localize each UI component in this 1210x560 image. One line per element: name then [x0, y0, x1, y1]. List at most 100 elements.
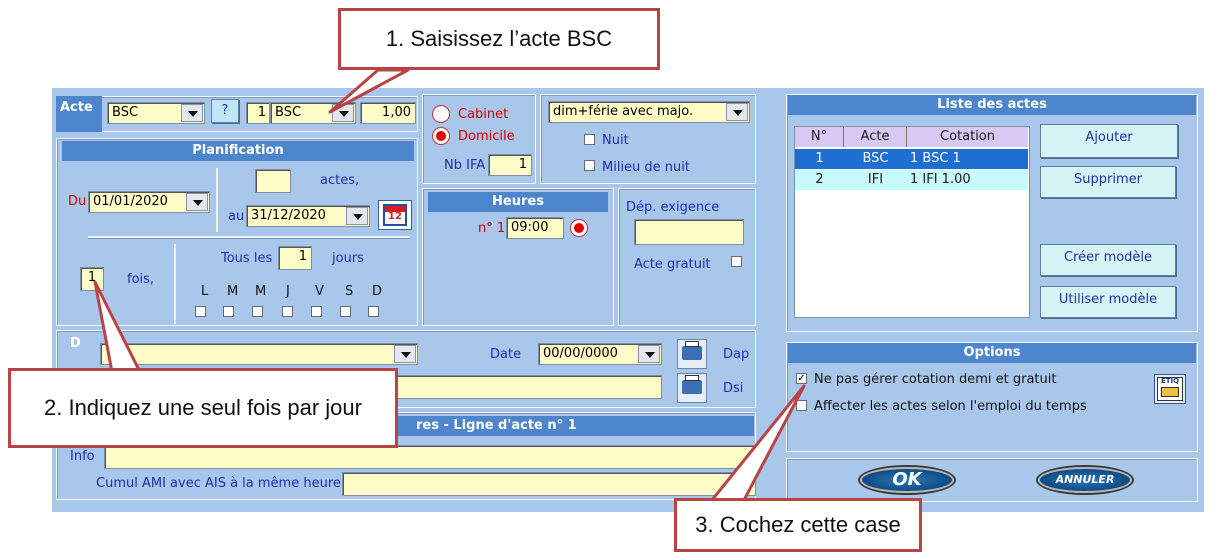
calendar-icon-text: 12	[388, 211, 402, 222]
callout-1: 1. Saisissez l’acte BSC	[338, 8, 660, 70]
prescripteur-select[interactable]	[100, 343, 418, 365]
printer-dsi-button[interactable]	[677, 373, 707, 403]
planification-panel	[56, 138, 418, 326]
supprimer-button[interactable]: Supprimer	[1040, 166, 1176, 198]
day-label-l: L	[201, 284, 209, 299]
annuler-button[interactable]: ANNULER	[1038, 467, 1132, 493]
fois-field[interactable]: 1	[80, 267, 104, 291]
liste-title: Liste des actes	[788, 95, 1196, 115]
date-label: Date	[490, 347, 522, 362]
chevron-down-icon[interactable]	[394, 345, 416, 363]
day-checkbox-l[interactable]	[195, 306, 206, 317]
ok-button[interactable]: OK	[860, 467, 954, 493]
du-label: Du	[68, 194, 87, 209]
callout-3: 3. Cochez cette case	[674, 498, 922, 552]
calendar-button[interactable]: 12	[378, 200, 412, 230]
chevron-down-icon[interactable]	[181, 104, 203, 122]
day-checkbox-s[interactable]	[340, 306, 351, 317]
acte-gratuit-label: Acte gratuit	[634, 257, 711, 272]
tous-les-field[interactable]: 1	[278, 246, 312, 270]
cabinet-label: Cabinet	[458, 107, 509, 122]
au-date-value: 31/12/2020	[251, 208, 326, 223]
utiliser-modele-button[interactable]: Utiliser modèle	[1040, 286, 1176, 318]
day-label-s: S	[345, 284, 354, 299]
chevron-down-icon[interactable]	[638, 345, 660, 363]
dep-exigence-label: Dép. exigence	[626, 200, 720, 215]
table-header-acte[interactable]: Acte	[844, 127, 907, 147]
etiquette-button[interactable]: ETIQ	[1154, 374, 1186, 404]
chevron-down-icon[interactable]	[186, 193, 208, 211]
prescripteur-label: D	[70, 336, 81, 351]
option-2-checkbox[interactable]	[796, 400, 807, 411]
day-checkbox-v[interactable]	[311, 306, 322, 317]
majoration-value: dim+férie avec majo.	[553, 104, 694, 119]
cabinet-radio[interactable]	[432, 105, 450, 123]
dap-label: Dap	[723, 347, 750, 362]
etiquette-icon-text: ETIQ	[1160, 377, 1180, 385]
printer-dap-button[interactable]	[677, 339, 707, 369]
acte-coef-field[interactable]: 1,00	[360, 102, 416, 124]
day-label-v: V	[315, 284, 324, 299]
domicile-radio[interactable]	[432, 127, 450, 145]
table-row[interactable]	[795, 149, 1028, 169]
options-title: Options	[788, 343, 1196, 363]
calendar-icon: 12	[383, 204, 407, 226]
day-checkbox-m[interactable]	[223, 306, 234, 317]
divider	[88, 236, 410, 239]
acte-label-text: Acte	[60, 100, 93, 115]
heure-n1-label: n° 1	[478, 221, 506, 236]
help-button[interactable]: ?	[211, 99, 239, 123]
heure-n1-radio[interactable]	[570, 219, 588, 237]
day-label-j: J	[286, 284, 290, 299]
acte-qty-field[interactable]: 1	[246, 102, 270, 124]
prescription-date-select[interactable]: 00/00/0000	[538, 343, 662, 365]
option-2-label: Affecter les actes selon l'emploi du tem…	[814, 399, 1087, 414]
planification-title: Planification	[62, 141, 414, 161]
day-label-m: M	[227, 284, 239, 299]
info-field[interactable]	[104, 445, 756, 469]
actes-count-field[interactable]	[255, 169, 291, 193]
milieu-nuit-checkbox[interactable]	[584, 160, 595, 171]
table-header-num[interactable]: N°	[795, 127, 844, 147]
table-row[interactable]	[795, 170, 1028, 190]
chevron-down-icon[interactable]	[726, 103, 748, 121]
printer-icon	[682, 341, 702, 360]
day-checkbox-d[interactable]	[368, 306, 379, 317]
row-2-acte: IFI	[867, 172, 884, 187]
callout-2: 2. Indiquez une seul fois par jour	[8, 368, 398, 448]
day-checkbox-j[interactable]	[282, 306, 293, 317]
acte-label-bg	[56, 96, 102, 132]
heure-n1-field[interactable]: 09:00	[506, 217, 564, 239]
nb-ifa-field[interactable]: 1	[488, 154, 532, 176]
row-1-num: 1	[815, 151, 824, 166]
acte-gratuit-checkbox[interactable]	[731, 256, 742, 267]
dep-exigence-field[interactable]	[634, 219, 744, 245]
nuit-checkbox[interactable]	[584, 134, 595, 145]
divider	[216, 168, 218, 232]
actes-label: actes,	[320, 173, 360, 188]
day-label-m2: M	[255, 284, 267, 299]
heures-title: Heures	[428, 192, 608, 212]
ajouter-button[interactable]: Ajouter	[1040, 124, 1178, 158]
majoration-select[interactable]: dim+férie avec majo.	[548, 101, 750, 123]
chevron-down-icon[interactable]	[346, 207, 368, 225]
cumul-field[interactable]	[342, 472, 756, 496]
jours-label: jours	[332, 251, 364, 266]
divider	[174, 244, 176, 324]
info-label: Info	[70, 449, 95, 464]
option-1-label: Ne pas gérer cotation demi et gratuit	[814, 372, 1057, 387]
du-date-select[interactable]: 01/01/2020	[88, 191, 210, 213]
milieu-nuit-label: Milieu de nuit	[602, 160, 690, 175]
acte-code-select[interactable]: BSC	[107, 102, 205, 124]
domicile-label: Domicile	[458, 129, 515, 144]
day-checkbox-m2[interactable]	[252, 306, 263, 317]
row-1-cotation: 1 BSC 1	[910, 151, 961, 166]
tous-les-label: Tous les	[221, 251, 273, 266]
creer-modele-button[interactable]: Créer modèle	[1040, 244, 1176, 276]
acte-code-value: BSC	[112, 105, 139, 120]
table-header-cotation[interactable]: Cotation	[907, 127, 1028, 147]
au-label: au	[228, 209, 245, 224]
prescription-field-2[interactable]	[380, 375, 662, 399]
option-1-checkbox[interactable]: ✓	[796, 373, 807, 384]
au-date-select[interactable]: 31/12/2020	[246, 205, 370, 227]
